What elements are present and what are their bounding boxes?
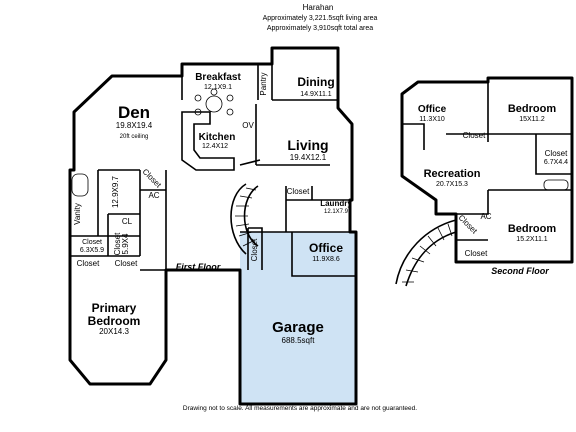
den-label: Den <box>118 103 150 122</box>
bathtub-icon <box>71 173 89 197</box>
second-floor-outline <box>400 76 574 264</box>
laundry-label: Laundry <box>320 199 352 208</box>
ac-label-first: AC <box>148 191 159 200</box>
office-fill <box>292 232 356 276</box>
laundry-dims: 12.1X7.9 <box>324 209 349 215</box>
closet-a-name: Closet <box>82 239 102 246</box>
ac-label-second: AC <box>480 212 491 221</box>
recreation-label: Recreation <box>424 168 481 180</box>
oven-label: OV <box>242 121 254 130</box>
first-floor-interior-walls <box>70 64 356 277</box>
office-2f-label: Office <box>418 104 447 115</box>
cl-label: CL <box>122 217 133 226</box>
den-note: 20ft ceiling <box>120 134 149 140</box>
closet-label-bottom-2: Closet <box>115 259 138 268</box>
garage-label: Garage <box>272 319 324 336</box>
stair-treads <box>402 223 453 283</box>
staircase-second-floor <box>395 219 457 287</box>
first-floor-outline <box>68 46 358 406</box>
bathtub-icon <box>543 179 569 191</box>
breakfast-table <box>205 95 223 113</box>
kitchen-dims: 12.4X12 <box>202 143 228 150</box>
office-label: Office <box>309 241 343 255</box>
dining-dims: 14.9X11.1 <box>300 91 332 98</box>
den-dims: 19.8X19.4 <box>116 121 153 130</box>
closet-label-garage: Closet <box>250 238 259 261</box>
living-label: Living <box>287 137 328 153</box>
bedroom1-dims: 15X11.2 <box>519 116 545 123</box>
living-area-text: Approximately 3,221.5sqft living area <box>263 15 378 22</box>
garage-fill <box>240 232 356 404</box>
chair-icon <box>210 88 218 96</box>
first-floor: Den 19.8X19.4 20ft ceiling Breakfast 12.… <box>68 46 358 406</box>
closet-label-laundry: Closet <box>287 187 310 196</box>
bedroom2-dims: 15.2X11.1 <box>516 236 548 243</box>
dining-label: Dining <box>297 75 334 89</box>
closet-b-dims: 5.9X4 <box>121 233 130 254</box>
closet-label-bottom-1: Closet <box>77 259 100 268</box>
kitchen-island <box>181 111 235 171</box>
second-floor: Office 11.3X10 Bedroom 15X11.2 Closet Cl… <box>395 76 574 287</box>
living-dims: 19.4X12.1 <box>290 153 327 162</box>
pantry-label: Pantry <box>259 72 268 95</box>
closet-a-dims: 6.3X5.9 <box>80 247 104 254</box>
chair-icon <box>226 94 234 102</box>
closet-label-bath: Closet <box>141 167 164 190</box>
closet-2f-label-bottom: Closet <box>465 249 488 258</box>
primary-bedroom-label-2: Bedroom <box>88 314 141 328</box>
primary-bedroom-label-1: Primary <box>92 301 137 315</box>
recreation-dims: 20.7X15.3 <box>436 181 468 188</box>
breakfast-label: Breakfast <box>195 72 241 83</box>
chair-icon <box>226 108 234 116</box>
closet-2f-label-top: Closet <box>463 131 486 140</box>
bath-dims: 12.9X9.7 <box>111 175 120 208</box>
second-floor-label: Second Floor <box>491 266 549 276</box>
stair-treads <box>235 187 257 247</box>
garage-dims: 688.5sqft <box>282 336 316 345</box>
closet-2f-name: Closet <box>545 149 568 158</box>
closet-b-label: Closet <box>113 232 122 255</box>
closet-2f-dims: 6.7X4.4 <box>544 159 568 166</box>
plan-title: Harahan <box>303 3 334 12</box>
office-dims: 11.9X8.6 <box>312 256 340 263</box>
vanity-label: Vanity <box>73 203 82 225</box>
first-floor-label: First Floor <box>176 262 221 272</box>
primary-bedroom-dims: 20X14.3 <box>99 327 129 336</box>
office-2f-dims: 11.3X10 <box>419 116 445 123</box>
closet-2f-label-side: Closet <box>457 213 480 236</box>
chair-icon <box>194 94 202 102</box>
disclaimer: Drawing not to scale. All measurements a… <box>183 405 417 412</box>
total-area-text: Approximately 3,910sqft total area <box>267 25 373 32</box>
breakfast-dims: 12.1X9.1 <box>204 84 232 91</box>
kitchen-label: Kitchen <box>199 132 236 143</box>
chair-icon <box>194 108 202 116</box>
second-floor-interior-walls <box>402 82 572 241</box>
bedroom2-label: Bedroom <box>508 223 557 235</box>
bedroom1-label: Bedroom <box>508 103 557 115</box>
